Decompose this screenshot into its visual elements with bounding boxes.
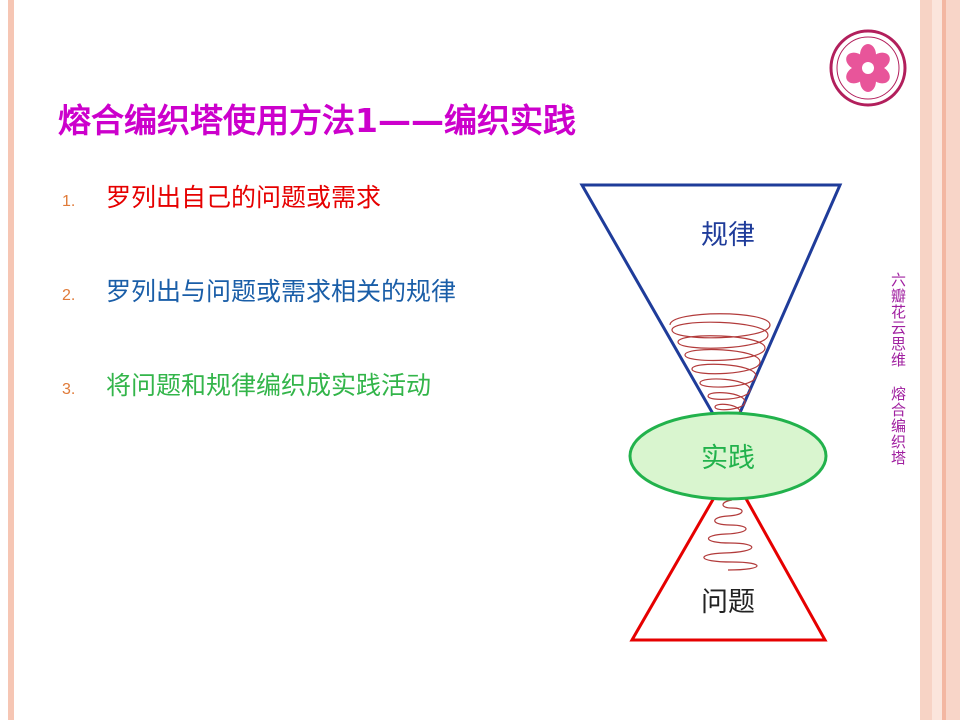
list-number: 2. bbox=[62, 287, 76, 304]
practice-ellipse bbox=[628, 411, 828, 501]
list-text: 将问题和规律编织成实践活动 bbox=[106, 371, 432, 400]
side-caption-part1: 六瓣花云思维 bbox=[889, 272, 907, 368]
page-title: 熔合编织塔使用方法1——编织实践 bbox=[58, 101, 576, 140]
top-label: 规律 bbox=[701, 220, 755, 251]
slide-frame-left bbox=[8, 0, 14, 720]
center-label: 实践 bbox=[701, 443, 755, 474]
list-number: 1. bbox=[62, 193, 76, 210]
list-text: 罗列出自己的问题或需求 bbox=[106, 183, 382, 212]
lower-spiral bbox=[703, 499, 758, 571]
side-caption: 六瓣花云思维熔合编织塔 bbox=[888, 272, 909, 466]
list-item: 1. 罗列出自己的问题或需求 bbox=[62, 178, 381, 214]
six-petal-flower-logo-icon bbox=[829, 29, 907, 107]
top-triangle bbox=[579, 183, 843, 444]
upper-spiral bbox=[669, 313, 771, 419]
list-number: 3. bbox=[62, 381, 76, 398]
side-caption-part2: 熔合编织塔 bbox=[889, 386, 907, 466]
fusion-weaving-tower-diagram: 规律 实践 问题 bbox=[579, 183, 843, 642]
list-item: 3. 将问题和规律编织成实践活动 bbox=[62, 366, 431, 402]
list-item: 2. 罗列出与问题或需求相关的规律 bbox=[62, 272, 456, 308]
bottom-label: 问题 bbox=[701, 587, 755, 618]
bottom-triangle bbox=[629, 466, 828, 642]
list-text: 罗列出与问题或需求相关的规律 bbox=[106, 277, 457, 306]
slide-frame-right bbox=[920, 0, 960, 720]
